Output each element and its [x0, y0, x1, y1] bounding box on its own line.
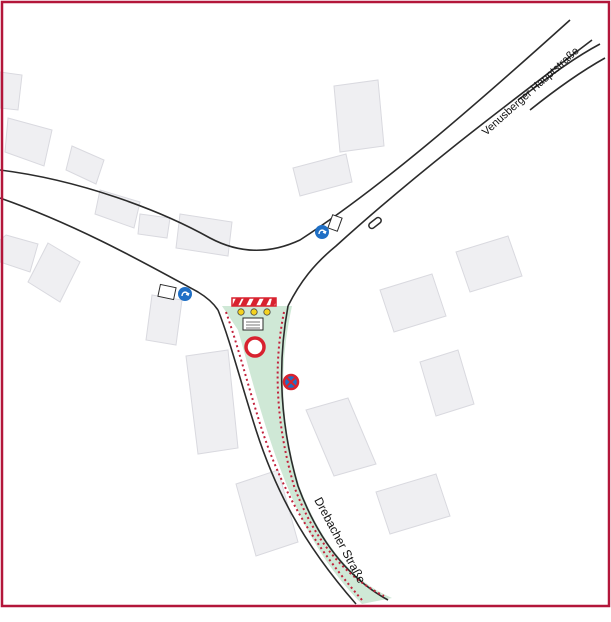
closure-boundary-east [276, 311, 385, 597]
building [379, 273, 447, 333]
detour-sign-east [315, 214, 343, 239]
drebacher-east-edge [280, 305, 389, 601]
building [375, 473, 451, 535]
no-vehicles-sign-icon [244, 336, 266, 358]
drebacher-west-edge [217, 309, 357, 605]
no-stopping-sign-icon [282, 373, 300, 391]
building [94, 189, 141, 229]
road-barrier-icon [231, 297, 277, 307]
venusberger-ne-line [517, 43, 601, 101]
detour-arrow-icon [315, 225, 329, 239]
street-label-venusberger: Venusberger Hauptstraße [480, 45, 582, 138]
warning-lamp-icon [250, 308, 258, 316]
warning-lamp-icon [263, 308, 271, 316]
notice-board-icon [327, 214, 343, 232]
building [4, 117, 53, 167]
building [419, 349, 475, 417]
building [235, 469, 299, 557]
building [0, 71, 23, 111]
detour-arrow-glyph [181, 291, 190, 297]
warning-lamp-icon [237, 308, 245, 316]
building [305, 397, 377, 477]
building [0, 234, 39, 273]
building [137, 213, 171, 239]
road-marking [368, 216, 382, 230]
building [145, 294, 183, 346]
closure-boundary [225, 311, 385, 601]
closure-area [222, 306, 392, 604]
buildings [0, 71, 523, 557]
notice-board-icon [157, 283, 177, 301]
notice-board-icon [242, 317, 264, 331]
building [292, 153, 353, 197]
venusberger-south-edge-east [287, 39, 593, 307]
detour-sign-west [157, 283, 192, 301]
warning-lamps [237, 308, 271, 316]
venusberger-south-edge-west [0, 197, 219, 311]
building [333, 79, 385, 153]
building [455, 235, 523, 293]
building [65, 145, 105, 185]
building [27, 242, 81, 303]
venusberger-ne-line-2 [529, 57, 606, 111]
detour-arrow-icon [178, 287, 192, 301]
road-lines [0, 19, 606, 605]
venusberger-north-edge [0, 19, 571, 252]
detour-arrow-glyph [318, 229, 327, 235]
building [185, 349, 239, 455]
map-frame [0, 0, 611, 608]
